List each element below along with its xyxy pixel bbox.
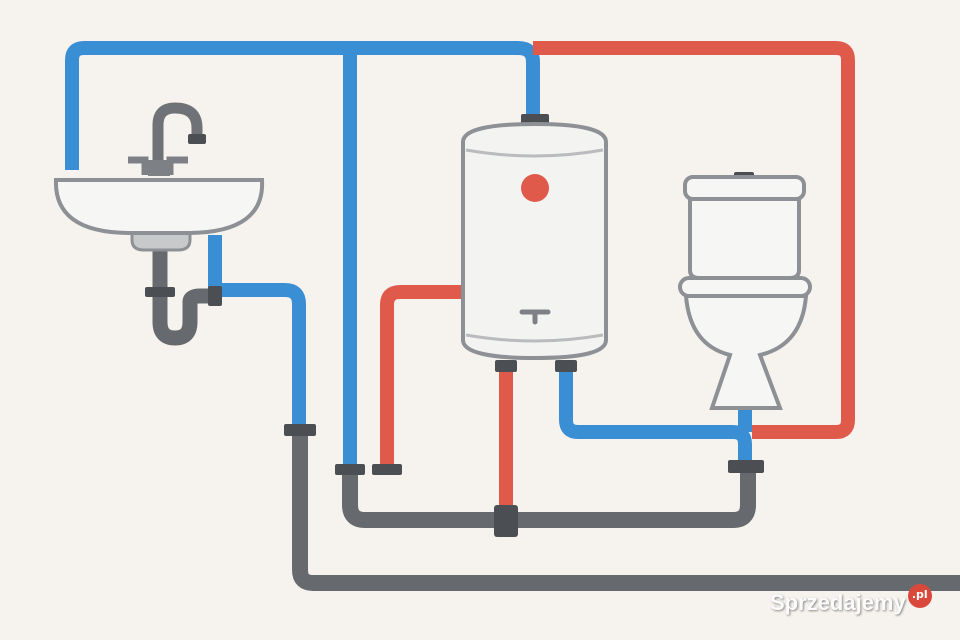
watermark-badge: .pl <box>907 584 932 608</box>
sink-trap <box>152 245 215 346</box>
heater-indicator-light <box>521 174 549 202</box>
toilet-seat <box>678 276 812 298</box>
coupling <box>335 464 365 475</box>
heater-valve-icon <box>519 309 551 325</box>
hot-side-pipe <box>380 285 463 470</box>
sink <box>53 102 265 252</box>
sink-basin <box>53 178 265 235</box>
toilet-tank <box>683 175 806 201</box>
coupling <box>208 286 222 306</box>
watermark-logo: Sprzedajemy <box>770 590 906 615</box>
sink-drain-blue <box>208 235 306 430</box>
cold-supply-main <box>65 41 540 170</box>
watermark: Sprzedajemy .pl <box>770 584 932 616</box>
coupling <box>495 360 517 372</box>
hot-supply-loop <box>533 41 855 439</box>
toilet <box>678 172 812 410</box>
coupling <box>728 460 764 473</box>
coupling <box>555 360 577 372</box>
coupling <box>145 287 175 297</box>
faucet <box>152 102 203 172</box>
toilet-bowl <box>683 294 809 410</box>
fixture-drain-pipe <box>342 465 756 528</box>
coupling <box>372 464 402 475</box>
main-drain-pipe <box>292 430 960 591</box>
cold-to-toilet <box>559 368 752 462</box>
coupling <box>494 505 518 537</box>
water-heater <box>461 121 608 361</box>
coupling <box>284 424 316 436</box>
